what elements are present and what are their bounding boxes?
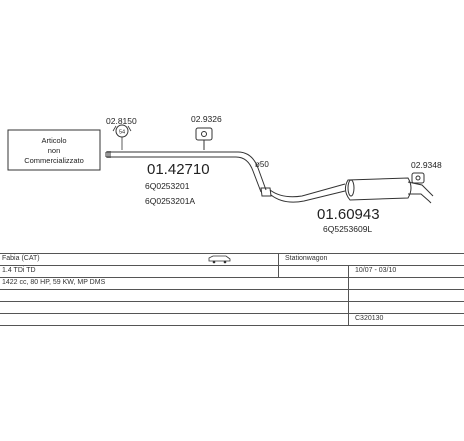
vehicle-model: Fabia (CAT) [2,255,40,262]
note-line-3: Commercializzato [24,156,84,165]
rear-muffler-oem: 6Q5253609L [323,224,372,234]
table-border-6 [0,325,464,326]
production-years: 10/07 - 03/10 [355,267,397,274]
body-type: Stationwagon [285,255,328,262]
table-border-4 [0,301,464,302]
catalog-code: C320130 [355,315,384,322]
front-pipe-part-number: 01.42710 [147,161,210,178]
rear-muffler-part-number: 01.60943 [317,206,380,223]
front-pipe-oem-2: 6Q0253201A [145,196,195,206]
engine: 1.4 TDi TD [2,267,36,274]
station-wagon-car-icon [208,255,231,264]
hanger-1-part-number: 02.9326 [191,114,222,124]
table-divider-2 [348,265,349,325]
front-pipe-oem-1: 6Q0253201 [145,181,190,191]
front-pipe [105,151,272,197]
note-line-2: non [48,146,61,155]
table-divider-1 [278,253,279,277]
table-border-3 [0,289,464,290]
table-border-top [0,253,464,254]
table-border-5 [0,313,464,314]
table-border-1 [0,265,464,266]
note-box [7,129,101,171]
table-border-2 [0,277,464,278]
rubber-hanger-icon [411,172,425,184]
clamp-badge: 54 [119,130,125,136]
hanger-2-part-number: 02.9348 [411,160,442,170]
pipe-clamp-icon: 54 [112,124,132,150]
clamp-part-number: 02.8150 [106,116,137,126]
rear-muffler [269,177,434,204]
engine-spec: 1422 cc, 80 HP, 59 KW, MP DMS [2,279,106,286]
rubber-hanger-icon [195,127,213,150]
note-line-1: Articolo [41,136,66,145]
pipe-diameter: ø50 [255,160,269,169]
